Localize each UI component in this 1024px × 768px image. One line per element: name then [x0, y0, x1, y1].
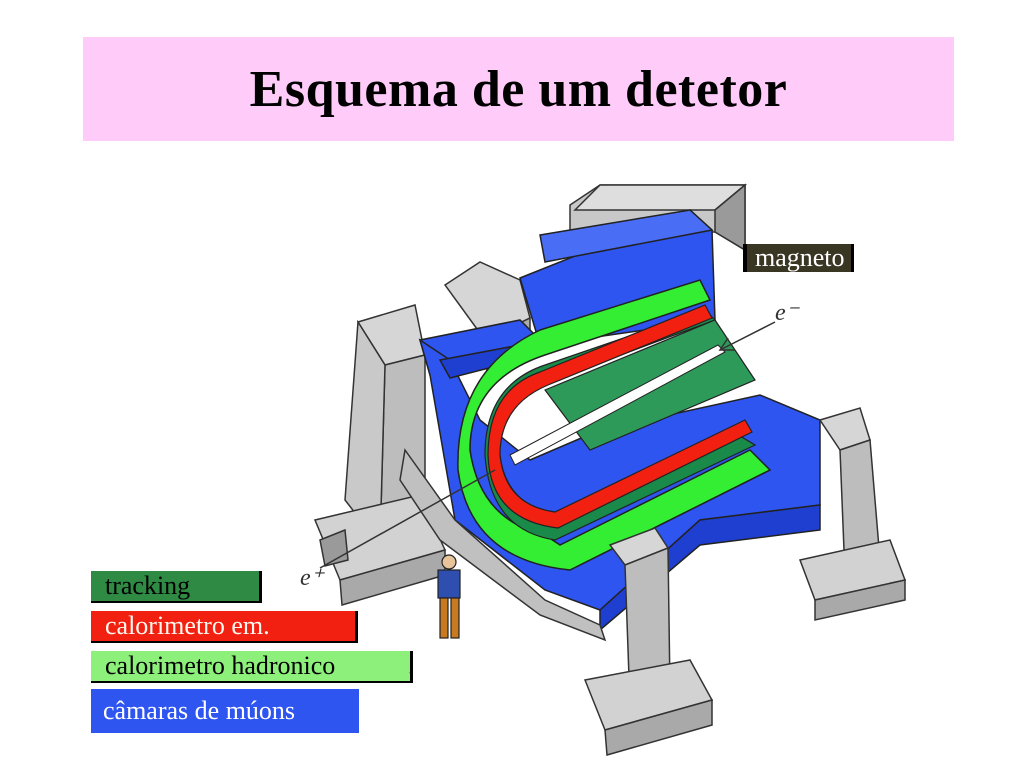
base-slab: [399, 448, 607, 642]
magnet-label: magneto: [743, 244, 854, 272]
positron-label: e⁺: [300, 565, 326, 591]
beam-pipe: [509, 344, 726, 466]
legend-tracking: tracking: [91, 571, 262, 603]
legend-hadronic-calorimeter: calorimetro hadronico: [91, 651, 413, 683]
hadronic-calorimeter: [457, 279, 772, 571]
page-title: Esquema de um detetor: [249, 60, 788, 118]
positron-arrow: [319, 469, 496, 569]
support-pillar-front: [583, 527, 714, 756]
electron-label: e⁻: [775, 300, 801, 326]
legend-em-calorimeter: calorimetro em.: [91, 611, 358, 643]
legend-muon-chambers: câmaras de múons: [91, 689, 359, 733]
support-pillar-right: [798, 407, 907, 621]
title-banner: Esquema de um detetor: [83, 37, 954, 141]
electron-arrow: [718, 321, 776, 351]
legend-hadronic-period: .: [408, 651, 415, 680]
em-calorimeter: [487, 304, 753, 529]
person-figure: [437, 554, 461, 639]
